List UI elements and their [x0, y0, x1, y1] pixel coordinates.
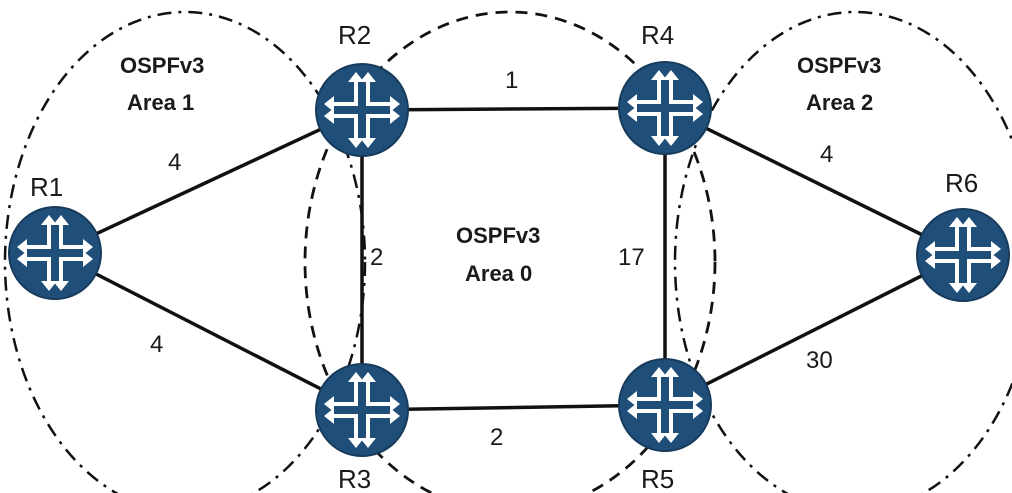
cost-r3-r5: 2	[490, 424, 503, 451]
router-r3-icon	[314, 362, 410, 458]
router-r5-label: R5	[641, 464, 674, 493]
area1-subtitle: Area 1	[127, 90, 194, 115]
cost-r5-r6: 30	[806, 347, 833, 374]
area2-title: OSPFv3	[797, 53, 881, 78]
link-r4-r6	[664, 106, 964, 257]
router-r5-icon	[617, 357, 713, 453]
cost-r1-r2: 4	[168, 149, 181, 176]
link-r2-r4	[361, 106, 666, 112]
router-r1-label: R1	[30, 172, 63, 202]
router-r6-label: R6	[945, 168, 978, 198]
router-r6-icon	[915, 207, 1011, 303]
area0-subtitle: Area 0	[465, 261, 532, 286]
area1-title: OSPFv3	[120, 53, 204, 78]
link-r3-r5	[361, 403, 666, 412]
cost-r1-r3: 4	[150, 331, 163, 358]
router-r4-icon	[617, 60, 713, 156]
cost-r2-r4: 1	[505, 67, 518, 94]
area2-subtitle: Area 2	[806, 90, 873, 115]
link-r5-r6	[664, 253, 964, 407]
router-r4-label: R4	[641, 20, 674, 50]
router-r2-label: R2	[338, 20, 371, 50]
cost-r4-r5: 17	[618, 244, 645, 271]
link-r1-r2	[54, 108, 363, 255]
area1-boundary	[3, 10, 367, 493]
area0-boundary	[303, 10, 717, 493]
cost-r4-r6: 4	[820, 141, 833, 168]
router-r3-label: R3	[338, 464, 371, 493]
router-r2-icon	[314, 62, 410, 158]
router-r1-icon	[7, 205, 103, 301]
link-r1-r3	[54, 251, 363, 412]
area0-title: OSPFv3	[456, 223, 540, 248]
cost-r2-r3: 2	[370, 244, 383, 271]
